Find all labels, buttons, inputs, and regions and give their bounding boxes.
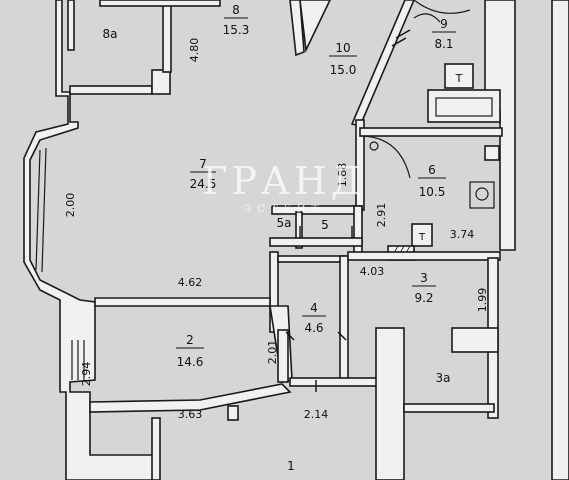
svg-text:T: T	[455, 72, 463, 85]
dimension-4-80: 4.80	[188, 38, 201, 63]
dimension-1-99: 1.99	[476, 288, 489, 313]
dimension-2-01: 2.01	[266, 340, 279, 365]
room-6-area: 10.5	[419, 185, 446, 199]
room-1-number: 1	[287, 459, 295, 473]
room-labels: 8а 8 15.3 9 8.1 10 15.0 7 24.5 6 10.5 5а…	[103, 3, 456, 473]
room-10-number: 10	[335, 41, 350, 55]
room-3-number: 3	[420, 271, 428, 285]
dimension-3-63: 3.63	[178, 408, 203, 421]
watermark-line1: ГРАНД	[202, 159, 366, 203]
room-7-area: 24.5	[190, 177, 217, 191]
room-4-area: 4.6	[304, 321, 323, 335]
room-2-number: 2	[186, 333, 194, 347]
dimension-2-00: 2.00	[64, 193, 77, 218]
dimension-2-14: 2.14	[304, 408, 329, 421]
room-5a-number: 5а	[277, 216, 292, 230]
watermark-logo: ГРАНД ЭСТЕЙТ	[202, 159, 366, 215]
room-3a-number: 3а	[436, 371, 451, 385]
svg-text:T: T	[418, 232, 426, 243]
room-5-number: 5	[321, 218, 329, 232]
room-9-number: 9	[440, 17, 448, 31]
room-3-area: 9.2	[414, 291, 433, 305]
dimension-1-88: 1.88	[336, 163, 349, 188]
dimension-labels: 4.80 2.00 1.88 2.91 3.74 4.62 4.03 1.99 …	[64, 38, 489, 421]
interior-walls: T T	[67, 0, 503, 480]
dimension-3-74: 3.74	[450, 228, 475, 241]
room-8-number: 8	[232, 3, 240, 17]
room-8a-number: 8а	[103, 27, 118, 41]
dimension-4-03: 4.03	[360, 265, 385, 278]
room-6-number: 6	[428, 163, 436, 177]
room-8-area: 15.3	[223, 23, 250, 37]
room-4-number: 4	[310, 301, 318, 315]
dimension-2-94: 2.94	[80, 362, 93, 387]
dimension-4-62: 4.62	[178, 276, 203, 289]
room-7-number: 7	[199, 157, 207, 171]
window-marks	[35, 147, 85, 380]
dimension-2-91: 2.91	[375, 203, 388, 228]
door-marks	[285, 29, 411, 392]
watermark-line2: ЭСТЕЙТ	[244, 203, 325, 215]
room-2-area: 14.6	[177, 355, 204, 369]
room-10-area: 15.0	[330, 63, 357, 77]
room-9-area: 8.1	[434, 37, 453, 51]
